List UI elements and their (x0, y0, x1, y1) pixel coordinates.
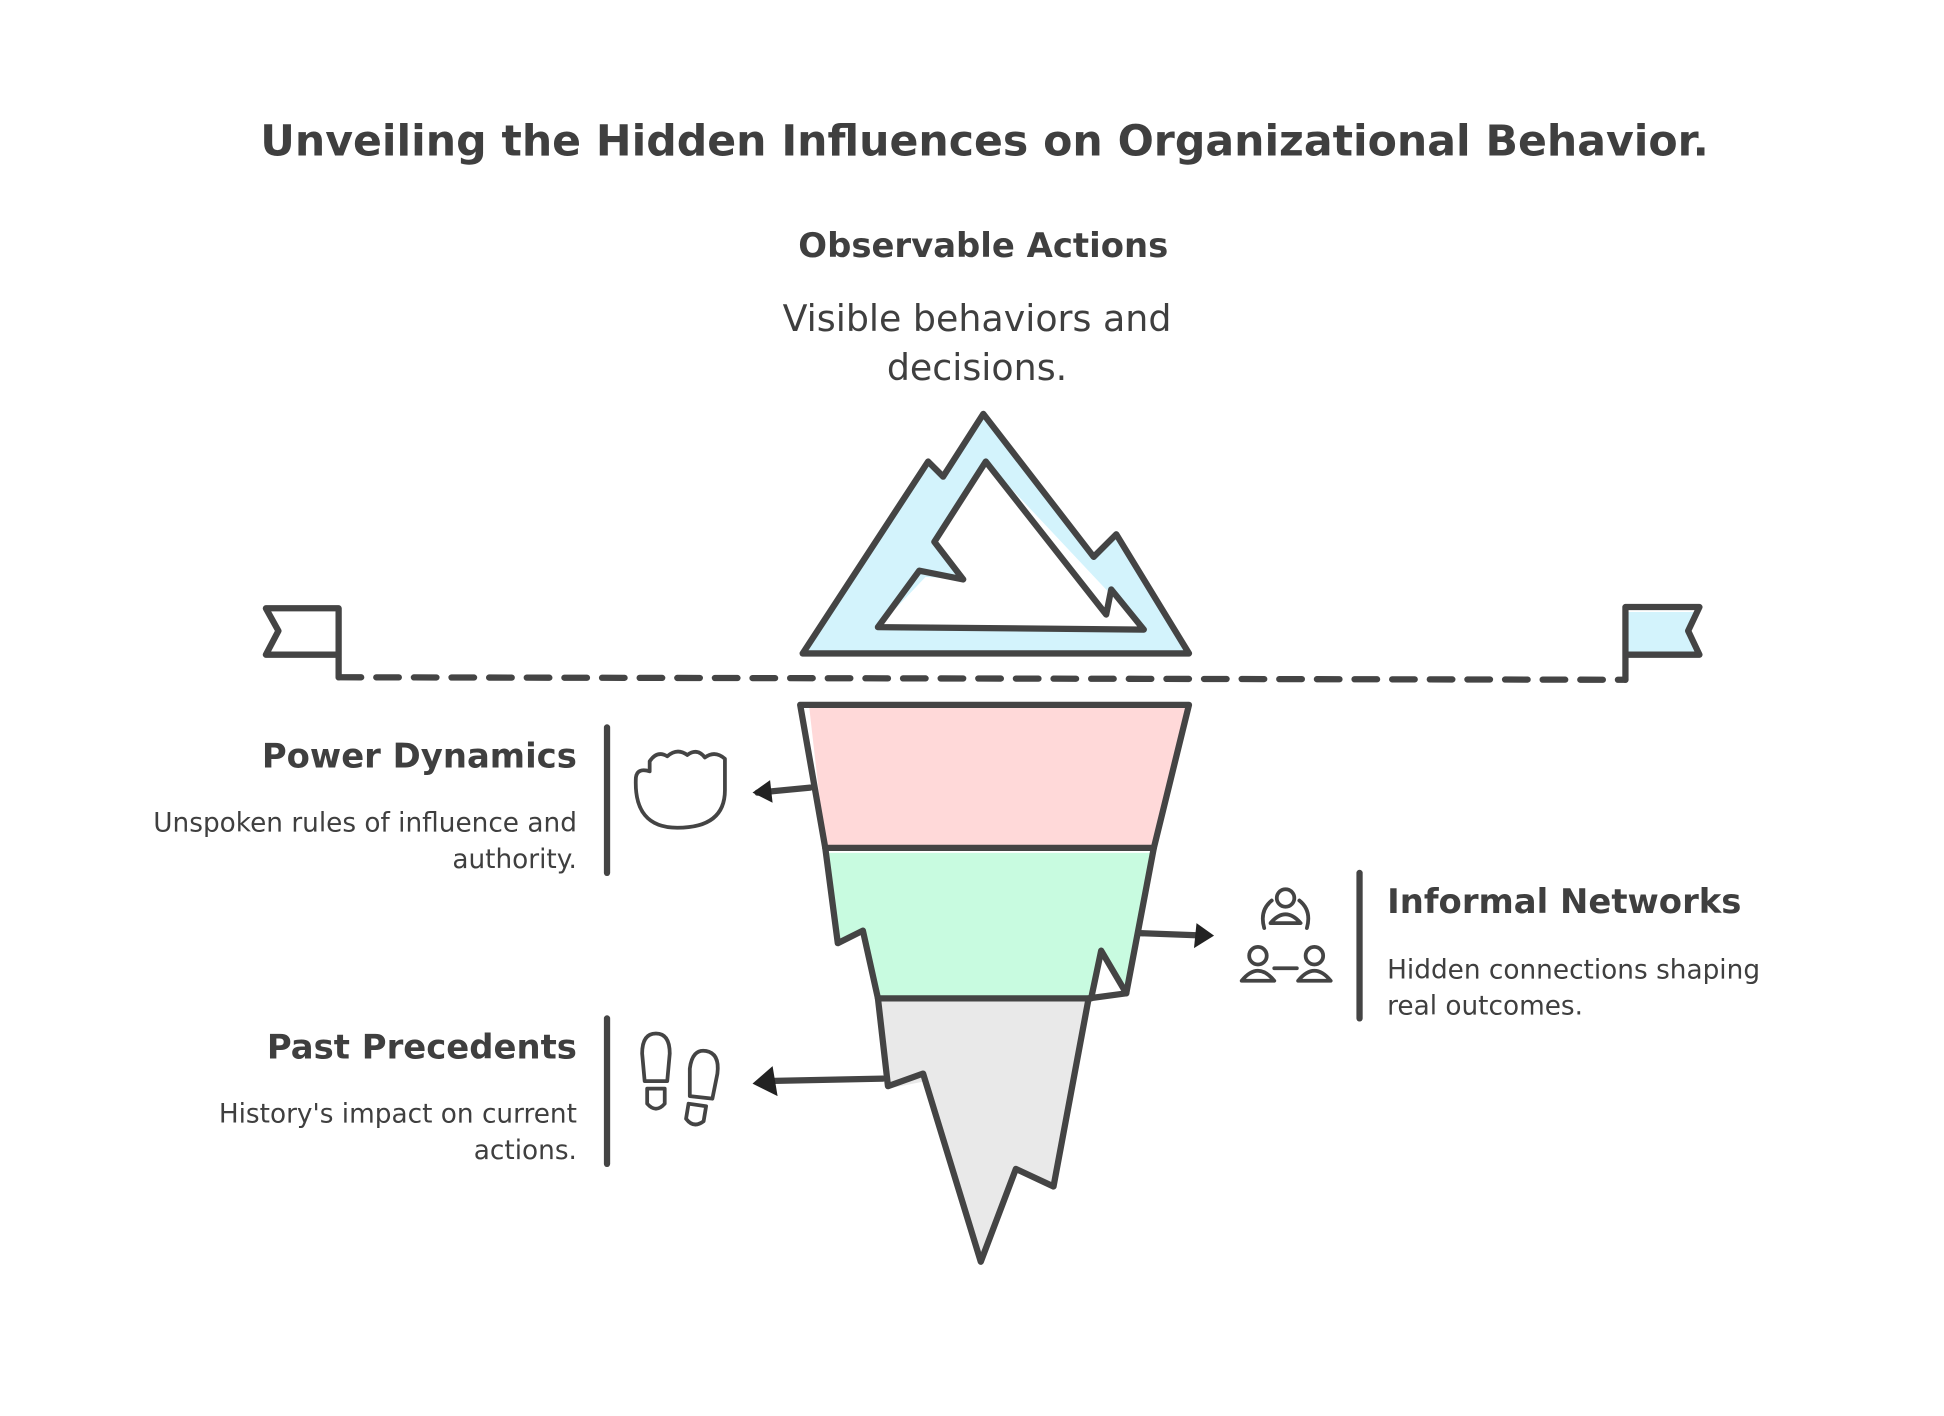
informal-networks-callout: Informal Networks Hidden connections sha… (1135, 869, 1760, 1022)
past-precedents-desc-2: actions. (474, 1136, 577, 1166)
layer-power-dynamics (808, 704, 1189, 848)
informal-networks-heading: Informal Networks (1387, 882, 1741, 921)
layer-past-precedents (877, 1000, 1089, 1260)
observable-actions-heading: Observable Actions (798, 226, 1168, 265)
power-dynamics-desc-2: authority. (452, 845, 577, 875)
past-precedents-heading: Past Precedents (267, 1028, 577, 1067)
power-dynamics-callout: Power Dynamics Unspoken rules of influen… (153, 724, 814, 877)
diagram-title: Unveiling the Hidden Influences on Organ… (260, 117, 1709, 167)
informal-networks-desc-2: real outcomes. (1387, 992, 1583, 1022)
waterline (262, 603, 1703, 683)
power-dynamics-desc-1: Unspoken rules of influence and (153, 809, 577, 839)
past-precedents-callout: Past Precedents History's impact on curr… (219, 1015, 887, 1168)
iceberg-underwater (797, 701, 1193, 1265)
fist-icon (633, 749, 727, 830)
iceberg-tip (799, 410, 1193, 657)
people-network-icon (1239, 887, 1333, 983)
past-precedents-desc-1: History's impact on current (219, 1100, 577, 1130)
layer-informal-networks (827, 852, 1152, 999)
informal-networks-desc-1: Hidden connections shaping (1387, 955, 1760, 985)
footprints-icon (640, 1031, 720, 1127)
power-dynamics-heading: Power Dynamics (262, 737, 577, 776)
observable-actions-desc-2: decisions. (887, 346, 1067, 389)
observable-actions-desc-1: Visible behaviors and (783, 297, 1172, 340)
